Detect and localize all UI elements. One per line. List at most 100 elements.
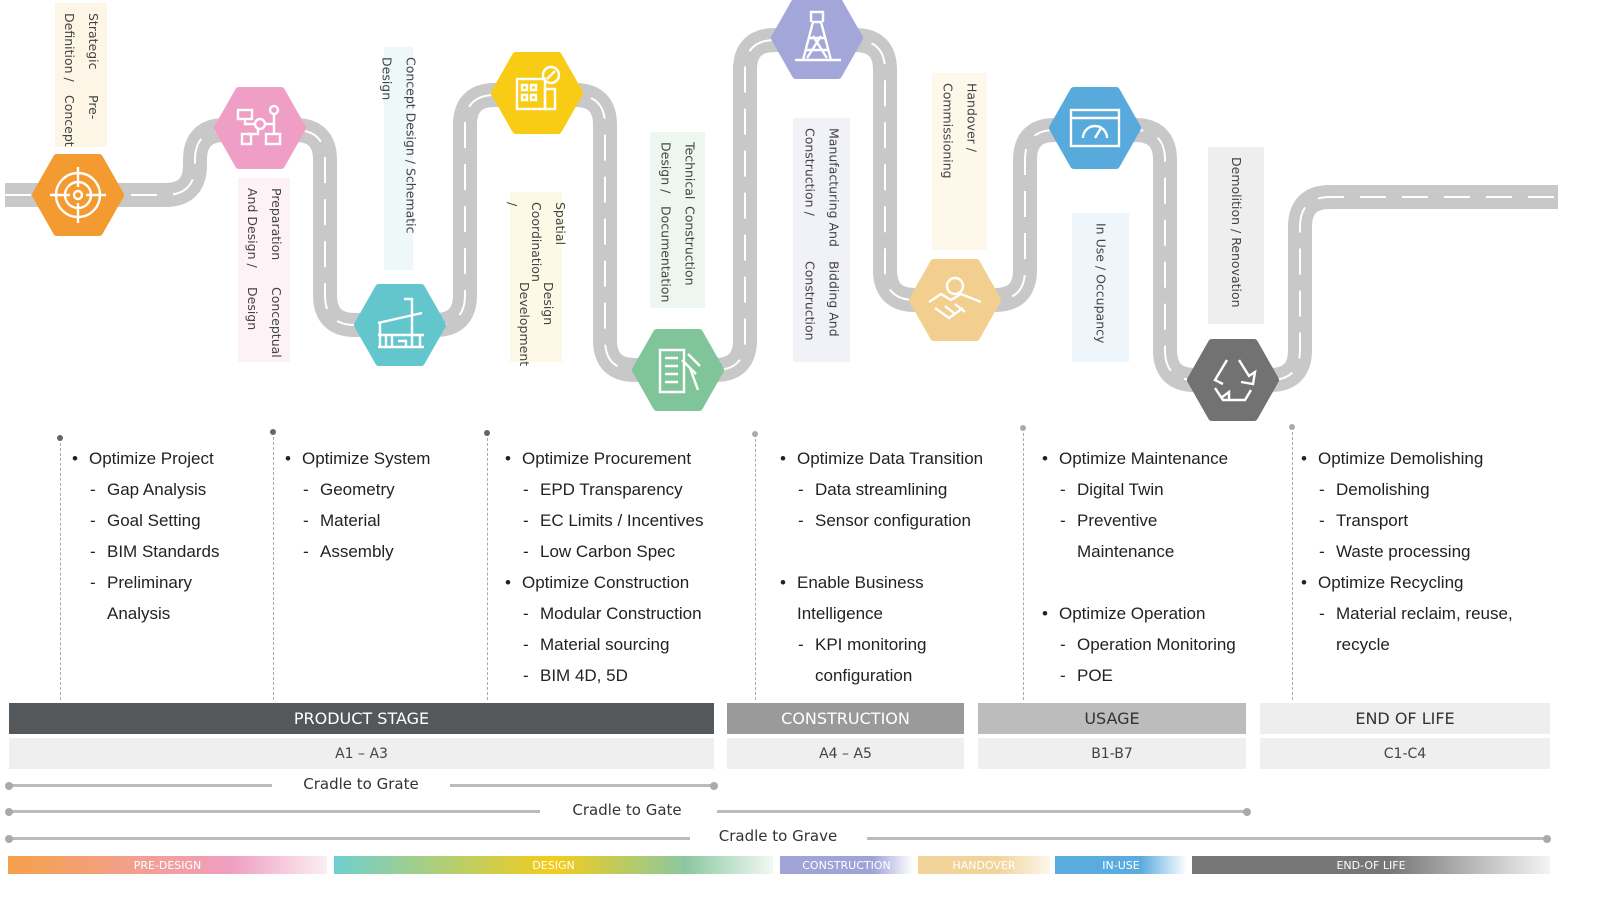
building-icon	[377, 297, 424, 349]
dash-marker: -	[523, 480, 529, 499]
column-divider	[60, 438, 61, 700]
phase-label-technical: Technical Design /Construction Documenta…	[650, 132, 705, 308]
dash-marker: -	[798, 480, 804, 499]
scope-dot	[5, 782, 13, 790]
scope-line	[867, 837, 1547, 840]
stage-usage: USAGE	[978, 703, 1246, 734]
dash-marker: -	[1060, 480, 1066, 499]
stage-code-construction: A4 – A5	[727, 738, 964, 769]
phase-marker	[214, 87, 306, 169]
scope-line	[9, 837, 690, 840]
dash-marker: -	[303, 542, 309, 561]
dash-marker: -	[1319, 480, 1325, 499]
sub-item: configuration	[815, 666, 913, 685]
goal-item: Intelligence	[797, 604, 884, 623]
phase-marker	[491, 52, 583, 134]
dash-marker: -	[523, 635, 529, 654]
bullet-marker: •	[505, 449, 511, 468]
bullet-marker: •	[780, 573, 786, 592]
label-line: Demolition / Renovation	[1229, 157, 1244, 308]
bullet-marker: •	[1301, 573, 1307, 592]
scope-line	[450, 784, 714, 787]
sub-item: Operation Monitoring	[1077, 635, 1236, 654]
handshake-gear-icon	[928, 276, 982, 320]
column-divider	[273, 432, 274, 700]
sub-item: POE	[1077, 666, 1113, 685]
goal-item: Optimize Data Transition	[797, 449, 984, 468]
label-line: Technical Design /	[658, 142, 698, 200]
hexagon	[491, 52, 583, 134]
phase-marker	[909, 259, 1001, 341]
phase-label-in-use: In Use / Occupancy	[1072, 213, 1129, 362]
column-dot	[752, 431, 758, 437]
hexagon	[1187, 339, 1279, 421]
scope-dot	[5, 835, 13, 843]
dash-marker: -	[1319, 542, 1325, 561]
sub-item: BIM 4D, 5D	[540, 666, 628, 685]
target-icon	[50, 167, 106, 223]
label-line: Concept Design / Schematic Design	[379, 57, 419, 234]
document-gavel-icon	[658, 348, 701, 394]
label-line: Pre-Concept	[62, 95, 101, 147]
sub-item: Sensor configuration	[815, 511, 971, 530]
column-divider	[1023, 428, 1024, 700]
dash-marker: -	[303, 511, 309, 530]
sub-item: Preventive	[1077, 511, 1158, 530]
phase-bar-in-use: IN-USE	[1055, 856, 1187, 874]
sub-item: Material sourcing	[540, 635, 670, 654]
phase-marker	[1049, 87, 1141, 169]
goal-item: Optimize Demolishing	[1318, 449, 1484, 468]
column-dot	[484, 430, 490, 436]
scope-line	[9, 784, 272, 787]
label-line: In Use / Occupancy	[1093, 223, 1109, 344]
label-line: Bidding And Construction	[802, 261, 842, 341]
bullet-marker: •	[780, 449, 786, 468]
column-dot	[57, 435, 63, 441]
scope-line	[717, 810, 1246, 813]
sub-item: Goal Setting	[107, 511, 201, 530]
dash-marker: -	[90, 542, 96, 561]
scope-dot	[1243, 808, 1251, 816]
phase-bar-construction: CONSTRUCTION	[780, 856, 913, 874]
sub-item: Transport	[1336, 511, 1409, 530]
road-diagram	[5, 0, 1558, 421]
sub-item: Digital Twin	[1077, 480, 1164, 499]
phase-bar-handover: HANDOVER	[918, 856, 1050, 874]
scope-dot	[1543, 835, 1551, 843]
sub-item: Preliminary	[107, 573, 193, 592]
phase-marker	[354, 284, 446, 366]
dash-marker: -	[1319, 604, 1325, 623]
phase-marker	[771, 0, 863, 79]
goal-item: Optimize Project	[89, 449, 214, 468]
dash-marker: -	[523, 542, 529, 561]
dash-marker: -	[798, 635, 804, 654]
bullet-marker: •	[72, 449, 78, 468]
column-divider	[1292, 427, 1293, 700]
hexagon	[632, 329, 724, 411]
goal-item: Optimize System	[302, 449, 431, 468]
sub-item: Material reclaim, reuse,	[1336, 604, 1513, 623]
road-centerline	[5, 39, 1558, 381]
stage-product: PRODUCT STAGE	[9, 703, 714, 734]
hexagon	[1049, 87, 1141, 169]
label-line: Strategic Definition /	[62, 13, 101, 82]
phase-marker	[1187, 339, 1279, 421]
sub-item: KPI monitoring	[815, 635, 927, 654]
dash-marker: -	[90, 573, 96, 592]
goal-item: Optimize Construction	[522, 573, 690, 592]
dash-marker: -	[523, 666, 529, 685]
goal-item: Optimize Procurement	[522, 449, 692, 468]
sub-item: Assembly	[320, 542, 394, 561]
bullet-marker: •	[1042, 449, 1048, 468]
scope-label-grate: Cradle to Grate	[303, 775, 419, 793]
scope-dot	[5, 808, 13, 816]
phase-marker	[32, 154, 124, 236]
column-divider	[755, 434, 756, 700]
stage-code-product: A1 – A3	[9, 738, 714, 769]
scope-dot	[710, 782, 718, 790]
dash-marker: -	[523, 604, 529, 623]
dash-marker: -	[1060, 635, 1066, 654]
bullet-marker: •	[1042, 604, 1048, 623]
stage-code-usage: B1-B7	[978, 738, 1246, 769]
dashboard-window-icon	[1069, 108, 1121, 148]
